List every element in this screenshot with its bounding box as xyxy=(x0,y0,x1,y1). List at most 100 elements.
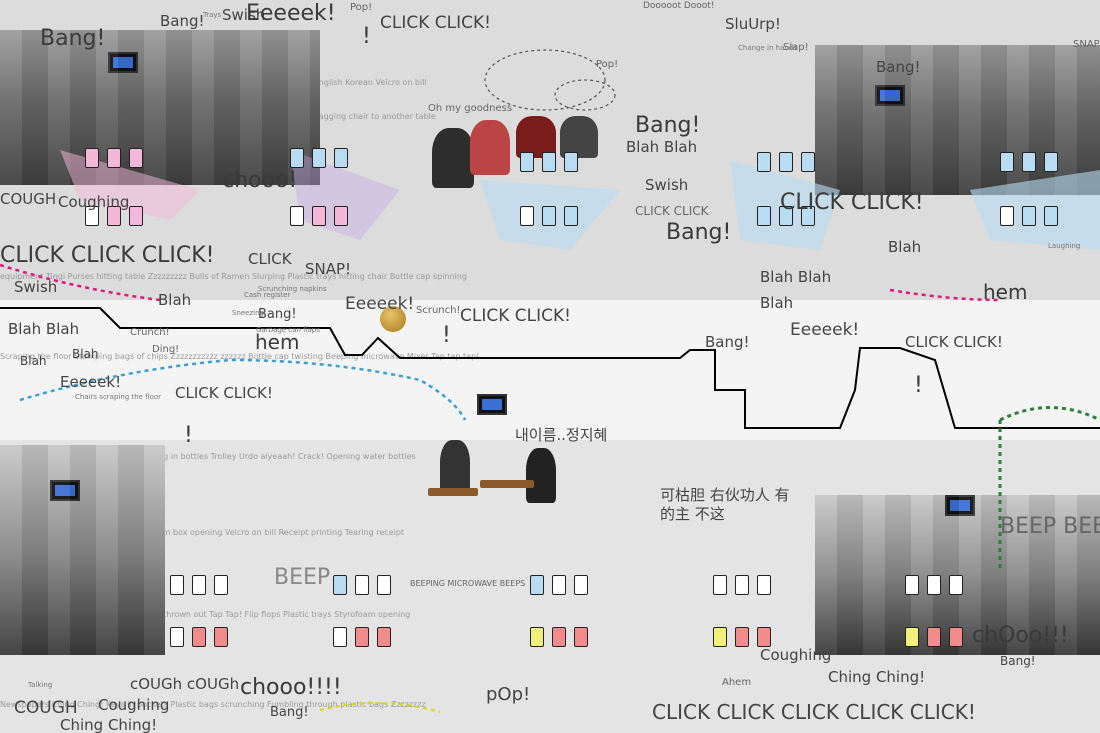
chair-icon xyxy=(735,575,749,595)
sound-word: Coughing xyxy=(98,696,170,714)
sound-word: CLICK CLICK! xyxy=(175,384,273,402)
sound-word: Blah Blah xyxy=(760,268,832,286)
sound-word: Coughing xyxy=(58,193,130,211)
sound-word: Pop! xyxy=(596,59,619,70)
sound-word: Coughing xyxy=(760,646,832,664)
chair-icon xyxy=(107,148,121,168)
sound-word: COUGH xyxy=(14,698,78,718)
sound-word: CLICK CLICK xyxy=(635,204,709,218)
sound-word: Bang! xyxy=(876,58,921,76)
sound-word: Blah xyxy=(760,294,794,312)
chinese-text: 的主 不这 xyxy=(660,505,725,523)
chair-icon xyxy=(214,627,228,647)
chair-icon xyxy=(542,152,556,172)
sound-word: Bang! xyxy=(160,12,205,30)
sound-word: ! xyxy=(184,423,193,448)
filler-text: Scraping the floor Stamping bags of chip… xyxy=(0,352,480,361)
sound-word: Eeeeek! xyxy=(790,320,860,340)
chair-icon xyxy=(905,575,919,595)
person-figure xyxy=(516,116,556,158)
food-court-photo-top-right xyxy=(815,45,1100,195)
person-figure xyxy=(470,120,510,175)
filler-text: Dragging chair to another table Styrofoa… xyxy=(0,528,405,537)
sound-word: Eeeeek! xyxy=(345,294,415,314)
pink-path xyxy=(889,288,1001,302)
chair-icon xyxy=(1022,206,1036,226)
sound-word: Swish xyxy=(222,6,266,24)
sound-word: Blah xyxy=(20,354,47,368)
wall-outline xyxy=(0,307,1100,429)
chair-icon xyxy=(949,627,963,647)
chair-icon xyxy=(192,575,206,595)
sound-word: CLICK CLICK! xyxy=(905,333,1003,351)
chair-icon xyxy=(779,152,793,172)
sound-word: Bang! xyxy=(635,113,701,138)
sound-label: Sneezing xyxy=(232,309,264,317)
chair-icon xyxy=(927,627,941,647)
sound-word: hem xyxy=(983,280,1028,304)
sound-word: SluUrp! xyxy=(725,15,781,33)
sound-label: Ahem xyxy=(722,677,752,688)
coin-icon xyxy=(380,306,406,332)
speech-bubble xyxy=(554,79,616,111)
chair-icon xyxy=(574,575,588,595)
chair-icon xyxy=(170,627,184,647)
chair-icon xyxy=(520,206,534,226)
sound-label: Trays xyxy=(203,11,222,19)
sound-label: Cash register xyxy=(244,291,291,299)
sound-word: Swish xyxy=(14,278,58,296)
sound-label: Garbage can flaps xyxy=(256,326,320,334)
chair-icon xyxy=(355,575,369,595)
sound-word: Slap! xyxy=(783,42,809,53)
sound-word: Bang! xyxy=(258,307,297,322)
sound-word: BEEPING MICROWAVE BEEPS xyxy=(410,579,526,588)
sound-word: Dooooot Dooot! xyxy=(643,1,715,11)
sound-word: cOUGh cOUGh xyxy=(130,675,240,693)
chair-icon xyxy=(1022,152,1036,172)
sound-word: Blah Blah xyxy=(8,320,80,338)
sound-label: Scrunching napkins xyxy=(258,285,327,293)
person-figure xyxy=(560,116,598,158)
chair-icon xyxy=(129,148,143,168)
chair-icon xyxy=(334,148,348,168)
sound-word: Eeeeek! xyxy=(60,373,122,391)
speech-bubble xyxy=(484,49,606,111)
chair-icon xyxy=(757,152,771,172)
sound-word: ! xyxy=(914,373,923,398)
chair-icon xyxy=(552,627,566,647)
chair-icon xyxy=(1044,206,1058,226)
chair-icon xyxy=(355,627,369,647)
sound-word: Bang! xyxy=(705,333,750,351)
chair-icon xyxy=(530,627,544,647)
sound-word: Ching Ching! xyxy=(60,716,158,733)
sound-word: Pop! xyxy=(350,2,373,13)
table-icon xyxy=(428,488,478,496)
chair-icon xyxy=(757,575,771,595)
sound-word: CLICK CLICK! xyxy=(780,190,924,215)
chair-icon xyxy=(564,152,578,172)
sound-word: chooo!!!! xyxy=(240,675,342,700)
chair-icon xyxy=(713,575,727,595)
sound-word: hem xyxy=(255,330,300,354)
blue-sound-cone xyxy=(730,160,840,250)
chair-icon xyxy=(713,627,727,647)
sound-label: Chairs scraping the floor xyxy=(75,393,162,401)
chair-icon xyxy=(574,627,588,647)
sound-word: CLICK CLICK! xyxy=(460,306,571,326)
sound-word: ! xyxy=(362,24,371,49)
chair-icon xyxy=(290,206,304,226)
chair-icon xyxy=(801,152,815,172)
sound-label: Crunch! xyxy=(130,327,170,338)
sound-word: Bang! xyxy=(1000,654,1036,668)
filler-text: Newspapers Ching Ching! Keys in pockets … xyxy=(0,700,426,709)
sound-word: SNAP! xyxy=(1073,39,1100,50)
sound-word: Swish xyxy=(645,176,689,194)
chair-icon xyxy=(334,206,348,226)
sound-word: chOoo!!! xyxy=(972,623,1069,648)
sound-label: Change in hands xyxy=(738,44,797,52)
chair-icon xyxy=(1044,152,1058,172)
filler-text: hitting table ice colliding Garbage bein… xyxy=(0,610,411,619)
sound-word: Blah Blah xyxy=(626,138,698,156)
sound-word: BEEP BEE xyxy=(1000,514,1100,539)
